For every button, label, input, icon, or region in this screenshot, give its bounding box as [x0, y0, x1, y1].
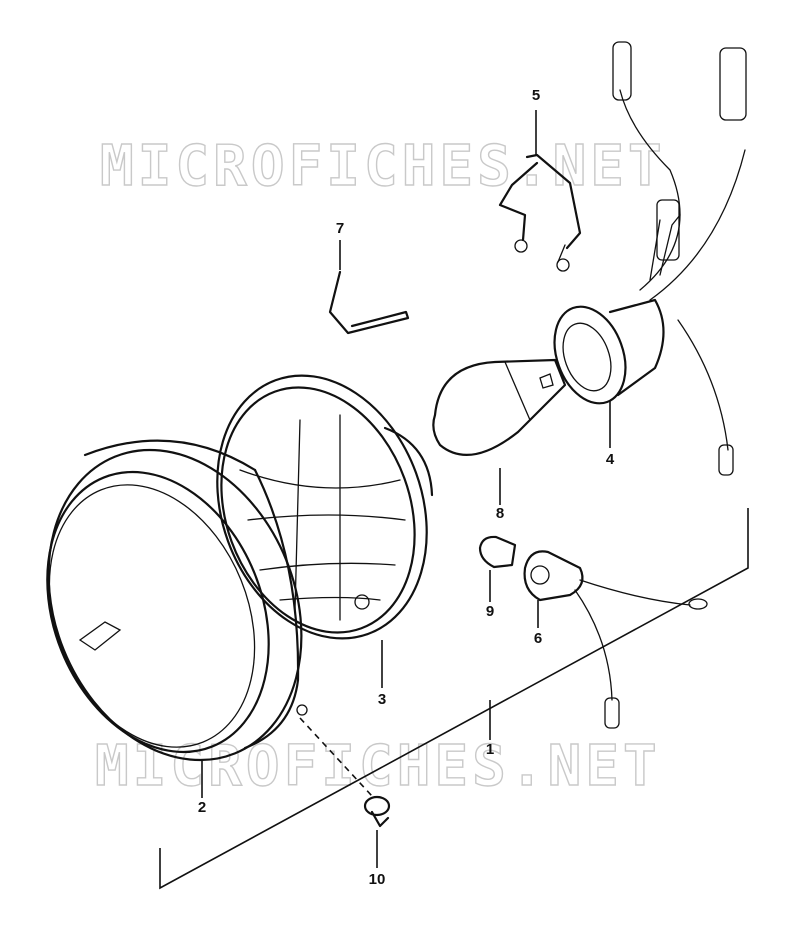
bulb-socket-shape [553, 41, 747, 476]
callout-3: 3 [378, 691, 386, 708]
spring-clip-shape [328, 270, 410, 335]
callout-10: 10 [369, 871, 386, 888]
screw-shape [299, 717, 391, 828]
main-bulb-shape [432, 358, 567, 457]
small-bulb-shape [478, 535, 517, 569]
assembly-bracket [159, 508, 749, 890]
leader-lines [201, 110, 611, 868]
sealed-beam-lens-shape [216, 374, 434, 640]
spring-bracket-shape [498, 153, 582, 272]
callout-6: 6 [534, 630, 542, 647]
callout-2: 2 [198, 799, 206, 816]
callout-7: 7 [336, 220, 344, 237]
callout-9: 9 [486, 603, 494, 620]
callout-8: 8 [496, 505, 504, 522]
callout-5: 5 [532, 87, 540, 104]
watermark-top: MICROFICHES.NET [100, 134, 666, 199]
headlamp-housing-shape [46, 439, 308, 762]
watermark-bottom: MICROFICHES.NET [95, 734, 661, 799]
callout-4: 4 [606, 451, 615, 468]
small-socket-shape [523, 550, 708, 729]
callout-1: 1 [486, 741, 494, 758]
